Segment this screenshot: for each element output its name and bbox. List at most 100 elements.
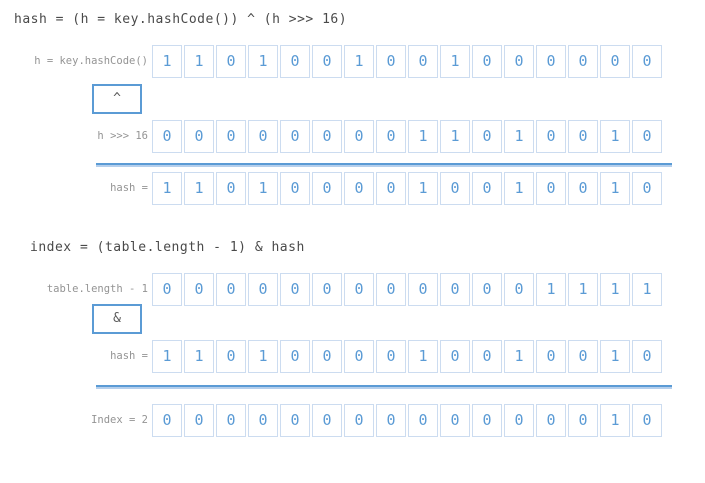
- bit-cell: 1: [184, 45, 214, 78]
- bit-cell: 0: [568, 172, 598, 205]
- bit-cell: 0: [312, 120, 342, 153]
- bit-cell: 0: [408, 273, 438, 306]
- bit-cell: 0: [440, 404, 470, 437]
- bit-cell: 0: [376, 172, 406, 205]
- bit-cell: 1: [248, 340, 278, 373]
- bit-cell: 0: [376, 404, 406, 437]
- bit-cell: 0: [536, 404, 566, 437]
- bit-cell: 0: [568, 404, 598, 437]
- bit-cell: 1: [248, 45, 278, 78]
- bit-cell: 0: [312, 340, 342, 373]
- sum-line-1: [96, 163, 672, 167]
- sum-line-2: [96, 385, 672, 389]
- bit-cell: 1: [504, 120, 534, 153]
- bit-cell: 0: [280, 120, 310, 153]
- bit-cell: 0: [408, 45, 438, 78]
- bit-cell: 0: [632, 404, 662, 437]
- bit-cell: 1: [152, 172, 182, 205]
- row-label-index-result: Index = 2: [91, 414, 148, 426]
- bit-cell: 0: [568, 120, 598, 153]
- bit-cell: 1: [440, 45, 470, 78]
- bit-cell: 1: [248, 172, 278, 205]
- bit-cell: 1: [600, 172, 630, 205]
- bit-cell: 1: [408, 172, 438, 205]
- bit-cell: 0: [504, 273, 534, 306]
- bit-cell: 0: [280, 172, 310, 205]
- bit-cell: 0: [312, 273, 342, 306]
- bit-cell: 1: [408, 120, 438, 153]
- bit-cell: 0: [568, 340, 598, 373]
- section1-title: hash = (h = key.hashCode()) ^ (h >>> 16): [14, 12, 348, 27]
- bit-cell: 0: [248, 273, 278, 306]
- row-label-hash-operand: hash =: [110, 350, 148, 362]
- bit-cell: 0: [472, 404, 502, 437]
- bit-cell: 1: [600, 120, 630, 153]
- bit-cell: 0: [312, 172, 342, 205]
- bit-cell: 1: [504, 172, 534, 205]
- bit-cell: 0: [152, 273, 182, 306]
- bit-cell: 0: [184, 273, 214, 306]
- bit-cell: 0: [536, 340, 566, 373]
- bit-cell: 0: [152, 404, 182, 437]
- bit-cell: 0: [312, 45, 342, 78]
- bit-cell: 0: [376, 45, 406, 78]
- bit-cell: 1: [184, 340, 214, 373]
- row-label-hashcode: h = key.hashCode(): [34, 55, 148, 67]
- bit-cell: 0: [632, 172, 662, 205]
- bit-cell: 0: [376, 120, 406, 153]
- bit-cell: 0: [504, 45, 534, 78]
- bit-cell: 0: [344, 404, 374, 437]
- bit-cell: 0: [536, 172, 566, 205]
- bit-cell: 0: [216, 340, 246, 373]
- bit-cell: 1: [568, 273, 598, 306]
- bit-cell: 0: [472, 340, 502, 373]
- bit-cell: 0: [472, 120, 502, 153]
- bit-cell: 0: [376, 340, 406, 373]
- section2-title: index = (table.length - 1) & hash: [30, 240, 305, 255]
- xor-operator-box: ^: [92, 84, 142, 114]
- bit-cell: 1: [536, 273, 566, 306]
- bit-cell: 0: [280, 340, 310, 373]
- bit-cell: 1: [600, 404, 630, 437]
- bit-cell: 0: [184, 404, 214, 437]
- bit-cell: 1: [152, 340, 182, 373]
- bit-cell: 0: [472, 273, 502, 306]
- bit-cell: 1: [600, 340, 630, 373]
- bit-cell: 0: [344, 172, 374, 205]
- bit-cell: 0: [344, 120, 374, 153]
- bit-cell: 0: [216, 45, 246, 78]
- bit-cell: 0: [344, 340, 374, 373]
- bit-cell: 0: [280, 45, 310, 78]
- bit-cell: 0: [472, 45, 502, 78]
- bit-cell: 0: [216, 172, 246, 205]
- bit-cell: 0: [376, 273, 406, 306]
- bit-cell: 0: [536, 45, 566, 78]
- bit-cell: 0: [152, 120, 182, 153]
- bit-cell: 0: [632, 45, 662, 78]
- bit-cell: 1: [600, 273, 630, 306]
- bit-cell: 0: [568, 45, 598, 78]
- bit-cell: 0: [184, 120, 214, 153]
- bit-cell: 0: [312, 404, 342, 437]
- bit-cell: 0: [472, 172, 502, 205]
- bit-cell: 0: [440, 340, 470, 373]
- bit-cell: 0: [536, 120, 566, 153]
- bit-cell: 1: [408, 340, 438, 373]
- bit-cell: 1: [344, 45, 374, 78]
- bit-cell: 0: [344, 273, 374, 306]
- bit-cell: 0: [248, 120, 278, 153]
- bit-cell: 0: [216, 404, 246, 437]
- row-label-table-length: table.length - 1: [46, 283, 148, 295]
- bit-cell: 0: [216, 120, 246, 153]
